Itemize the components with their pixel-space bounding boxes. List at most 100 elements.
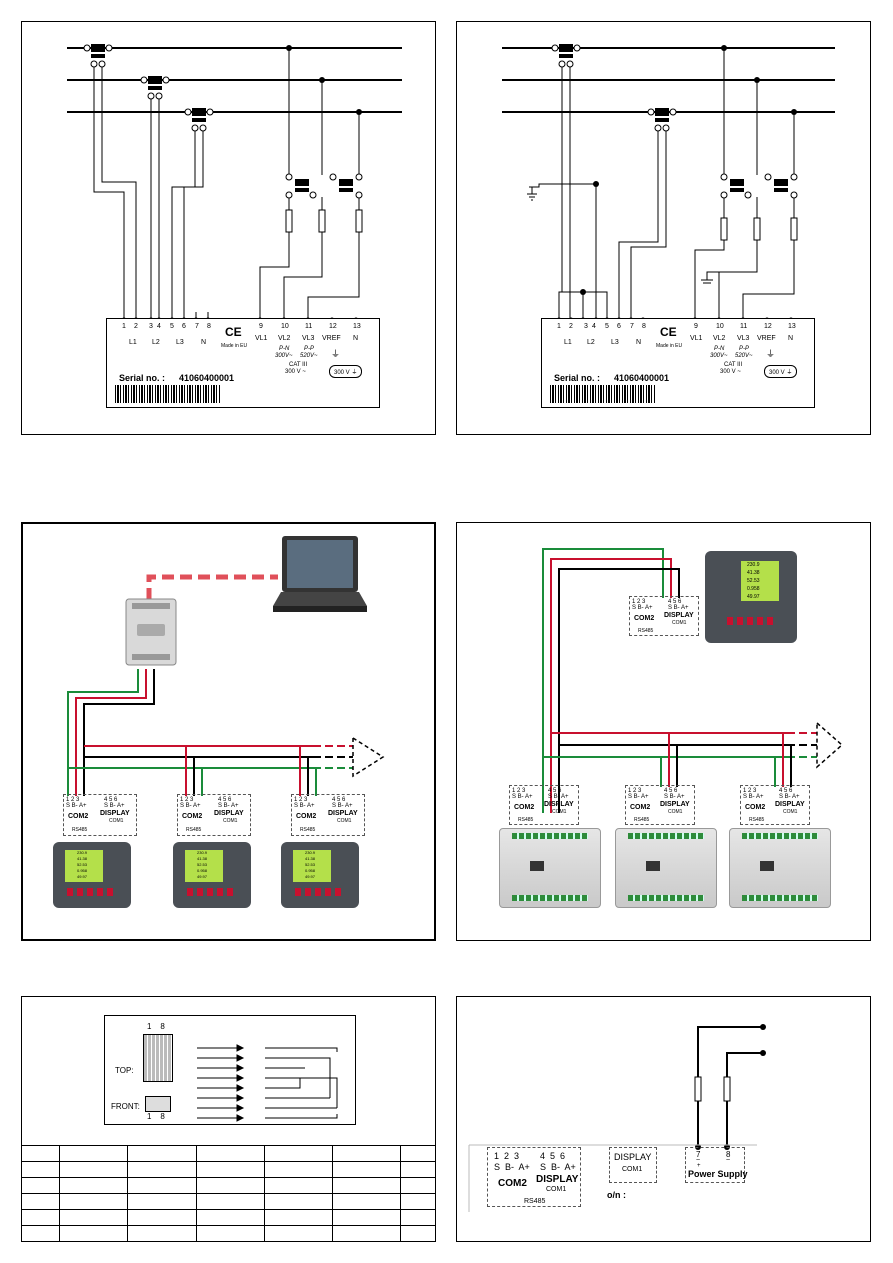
lcd-line: 52.53 <box>747 578 760 584</box>
phase-label-l3: L3 <box>176 339 184 346</box>
terminal-8: 8 <box>726 1150 731 1159</box>
table-row <box>22 1209 435 1226</box>
module-terminals-bottom <box>512 895 588 901</box>
com1-numbers: 4 5 6 <box>540 1151 566 1161</box>
connector-box: 1 8 TOP: FRONT: 1 8 <box>104 1015 356 1125</box>
display-label: DISPLAY <box>660 801 690 808</box>
terminal-8: 8 <box>642 323 646 330</box>
lcd-line: 52.53 <box>197 862 208 867</box>
label-pp-value: 520V~ <box>300 353 318 359</box>
rs485-label: RS485 <box>300 827 316 833</box>
phase-label-l2: L2 <box>152 339 160 346</box>
wiring-diagram-1-svg <box>67 44 402 323</box>
com1-label: COM1 <box>337 818 352 824</box>
converter-device-icon <box>125 598 177 666</box>
com1-pins: S B- A+ <box>540 1162 576 1172</box>
power-supply-panel: 1 2 3 S B- A+ 4 5 6 S B- A+ COM2 DISPLAY… <box>456 996 871 1242</box>
com1-pins: S B- A+ <box>548 794 569 800</box>
rs485-block-2: 1 2 3 S B- A+ 4 5 6 S B- A+ COM2 DISPLAY… <box>177 794 251 836</box>
power-supply-label: Power Supply <box>688 1169 748 1179</box>
lcd-line: 0.958 <box>197 868 208 873</box>
lcd-line: 49.97 <box>747 594 760 600</box>
meter-terminal-block-2: 1 2 3 4 5 6 7 8 9 10 11 12 13 L1 L2 L3 N… <box>541 318 815 408</box>
com2-pins: S B- A+ <box>743 794 764 800</box>
phase-label-l3: L3 <box>611 339 619 346</box>
phase-label-l1: L1 <box>129 339 137 346</box>
display-meter-large: 230.9 41.38 52.53 0.958 49.97 <box>705 551 797 643</box>
module-terminals-top <box>512 833 588 839</box>
terminal-11: 11 <box>740 323 748 330</box>
terminal-1: 1 <box>557 323 561 330</box>
label-cat-value: 300 V ~ <box>720 369 741 375</box>
lcd-line: 230.9 <box>197 850 208 855</box>
terminal-12: 12 <box>329 323 337 330</box>
com2-pins: S B- A+ <box>632 605 653 611</box>
com1-label: COM1 <box>622 1166 643 1173</box>
rs485-block-b: 1 2 3 S B- A+ 4 5 6 S B- A+ COM2 DISPLAY… <box>625 785 695 825</box>
com2-pins: S B- A+ <box>512 794 533 800</box>
rs485-label: RS485 <box>186 827 202 833</box>
com2-numbers: 1 2 3 <box>743 788 757 794</box>
display-label: DISPLAY <box>328 810 358 817</box>
com2-label: COM2 <box>498 1178 527 1189</box>
table-row <box>22 1225 435 1241</box>
ce-mark: CE <box>225 325 242 339</box>
terminal-5: 5 <box>170 323 174 330</box>
label-cat: CAT III <box>289 362 308 368</box>
terminal-9: 9 <box>694 323 698 330</box>
terminal-8: 8 <box>207 323 211 330</box>
label-pp: P-P <box>739 346 750 352</box>
com1-numbers: 4 5 6 <box>218 797 232 803</box>
lcd-line: 52.53 <box>77 862 88 867</box>
rj45-front-icon <box>145 1096 171 1112</box>
com2-pins: S B- A+ <box>494 1162 530 1172</box>
display-label: DISPLAY <box>100 810 130 817</box>
plus-sign: + <box>697 1163 701 1169</box>
com2-label: COM2 <box>514 804 535 811</box>
phase-label-n: N <box>636 339 642 346</box>
label-vref: VREF <box>322 335 341 342</box>
meter-terminal-block-1: 1 2 3 4 5 6 7 8 9 10 11 12 13 L1 L2 L3 N… <box>106 318 380 408</box>
rs485-network-svg <box>67 536 385 796</box>
meter-buttons <box>295 888 345 896</box>
lcd-line: 230.9 <box>77 850 88 855</box>
label-cat: CAT III <box>724 362 743 368</box>
com1-numbers: 4 5 6 <box>664 788 678 794</box>
terminal-2: 2 <box>569 323 573 330</box>
terminal-6: 6 <box>617 323 621 330</box>
table-row <box>22 1193 435 1210</box>
module-port <box>646 861 660 871</box>
com1-label: COM1 <box>783 809 798 815</box>
display-label: DISPLAY <box>544 801 574 808</box>
rs485-label: RS485 <box>638 628 654 634</box>
label-vl3: VL3 <box>302 335 315 342</box>
com2-label: COM2 <box>296 813 317 820</box>
ground-symbol: ⏚ <box>331 349 341 359</box>
com2-numbers: 1 2 3 <box>628 788 642 794</box>
com2-label: COM2 <box>745 804 766 811</box>
display-meter-1: 230.9 41.38 52.53 0.958 49.97 <box>53 842 131 908</box>
rj45-top-icon <box>143 1034 173 1082</box>
pinout-table <box>22 1145 435 1241</box>
din-module-1 <box>499 828 601 908</box>
rs485-block-top: 1 2 3 S B- A+ 4 5 6 S B- A+ COM2 DISPLAY… <box>629 596 699 636</box>
label-cat-value: 300 V ~ <box>285 369 306 375</box>
com1-numbers: 4 5 6 <box>668 599 682 605</box>
tilde-7: ~ <box>696 1157 701 1164</box>
terminal-5: 5 <box>605 323 609 330</box>
com1-pins: S B- A+ <box>332 803 353 809</box>
module-terminals-bottom <box>742 895 818 901</box>
label-n: N <box>353 335 359 342</box>
terminal-7: 7 <box>195 323 199 330</box>
voltage-badge-text: 300 V <box>334 370 350 376</box>
terminal-3: 3 <box>149 323 153 330</box>
label-vref: VREF <box>757 335 776 342</box>
meter-buttons <box>67 888 117 896</box>
com1-label: COM1 <box>552 809 567 815</box>
barcode <box>115 385 220 403</box>
connector-pinout-panel: 1 8 TOP: FRONT: 1 8 <box>21 996 436 1242</box>
com2-numbers: 1 2 3 <box>632 599 646 605</box>
phase-label-n: N <box>201 339 207 346</box>
ce-mark: CE <box>660 325 677 339</box>
display-label: DISPLAY <box>775 801 805 808</box>
